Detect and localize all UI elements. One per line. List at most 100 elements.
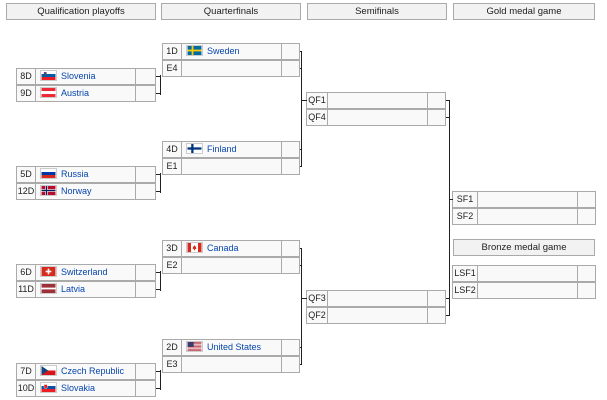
gold-team-1 [477,191,578,208]
qual-team-8: Slovakia [35,380,136,397]
czech-flag-icon [40,365,57,376]
team-link-latvia[interactable]: Latvia [61,284,86,294]
team-link-switzerland[interactable]: Switzerland [61,267,108,277]
bracket-line [156,388,161,389]
qf-team-1: Sweden [181,43,282,60]
sf-seed-2: QF4 [306,109,328,126]
sf-seed-1: QF1 [306,92,328,109]
sf-score-1 [427,92,446,109]
gold-score-2 [577,208,596,225]
team-link-norway[interactable]: Norway [61,186,92,196]
qual-team-3: Russia [35,166,136,183]
qf-team-3: Finland [181,141,282,158]
team-link-united-states[interactable]: United States [207,342,262,352]
bronze-seed-2: LSF2 [452,282,478,299]
team-link-canada[interactable]: Canada [207,243,239,253]
finland-flag-icon [186,143,203,154]
qf-team-4 [181,158,282,175]
bracket-line [301,100,307,101]
bracket-line [160,75,161,95]
qual-seed-4: 12D [16,183,36,200]
qf-seed-2: E4 [162,60,182,77]
qual-seed-3: 5D [16,166,36,183]
sf-team-3 [327,290,428,307]
qf-seed-5: 3D [162,240,182,257]
qf-score-3 [281,141,300,158]
qf-seed-4: E1 [162,158,182,175]
bracket-line [301,149,302,166]
qual-seed-1: 8D [16,68,36,85]
qual-seed-2: 9D [16,85,36,102]
sweden-flag-icon [186,45,203,56]
quarterfinals-header: Quarterfinals [161,3,301,20]
qual-score-3 [135,166,156,183]
qf-team-2 [181,60,282,77]
team-link-slovakia[interactable]: Slovakia [61,383,96,393]
qual-team-5: Switzerland [35,264,136,281]
qf-seed-8: E3 [162,356,182,373]
qual-score-5 [135,264,156,281]
qf-team-7: United States [181,339,282,356]
qf-seed-7: 2D [162,339,182,356]
bronze-medal-header: Bronze medal game [453,239,595,256]
bracket-line [156,174,161,175]
team-link-slovenia[interactable]: Slovenia [61,71,96,81]
gold-medal-header: Gold medal game [453,3,595,20]
austria-flag-icon [40,87,57,98]
qual-score-7 [135,363,156,380]
semifinals-header: Semifinals [307,3,447,20]
qual-team-2: Austria [35,85,136,102]
qual-team-4: Norway [35,183,136,200]
bracket-line [160,271,161,291]
switzerland-flag-icon [40,266,57,277]
qual-score-4 [135,183,156,200]
gold-seed-1: SF1 [452,191,478,208]
qual-score-1 [135,68,156,85]
qual-team-6: Latvia [35,281,136,298]
sf-score-2 [427,109,446,126]
bronze-seed-1: LSF1 [452,265,478,282]
bronze-team-2 [477,282,578,299]
team-link-sweden[interactable]: Sweden [207,46,240,56]
sf-team-2 [327,109,428,126]
qf-team-8 [181,356,282,373]
qf-score-1 [281,43,300,60]
team-link-austria[interactable]: Austria [61,88,90,98]
team-link-czech-republic[interactable]: Czech Republic [61,366,125,376]
bracket-line [449,108,450,315]
qual-seed-7: 7D [16,363,36,380]
team-link-finland[interactable]: Finland [207,144,237,154]
qf-seed-1: 1D [162,43,182,60]
bronze-score-2 [577,282,596,299]
qual-score-6 [135,281,156,298]
bracket-line [160,173,161,193]
bracket-line [301,68,302,149]
sf-seed-4: QF2 [306,307,328,324]
gold-team-2 [477,208,578,225]
qual-score-8 [135,380,156,397]
sf-team-4 [327,307,428,324]
bracket-line [301,248,302,266]
slovakia-flag-icon [40,382,57,393]
bracket-line [156,272,161,273]
qf-team-6 [181,257,282,274]
bracket-line [156,93,161,94]
team-link-russia[interactable]: Russia [61,169,89,179]
bracket-line [446,117,450,118]
bracket-line [301,298,307,299]
bracket-line [301,265,302,348]
bracket-line [156,76,161,77]
canada-flag-icon [186,242,203,253]
qf-team-5: Canada [181,240,282,257]
bracket-line [156,191,161,192]
qual-seed-8: 10D [16,380,36,397]
norway-flag-icon [40,185,57,196]
bracket-line [449,108,450,109]
qf-seed-3: 4D [162,141,182,158]
bracket-line [446,315,450,316]
slovenia-flag-icon [40,70,57,81]
sf-score-4 [427,307,446,324]
qf-score-7 [281,339,300,356]
qf-score-8 [281,356,300,373]
bracket-line [156,289,161,290]
